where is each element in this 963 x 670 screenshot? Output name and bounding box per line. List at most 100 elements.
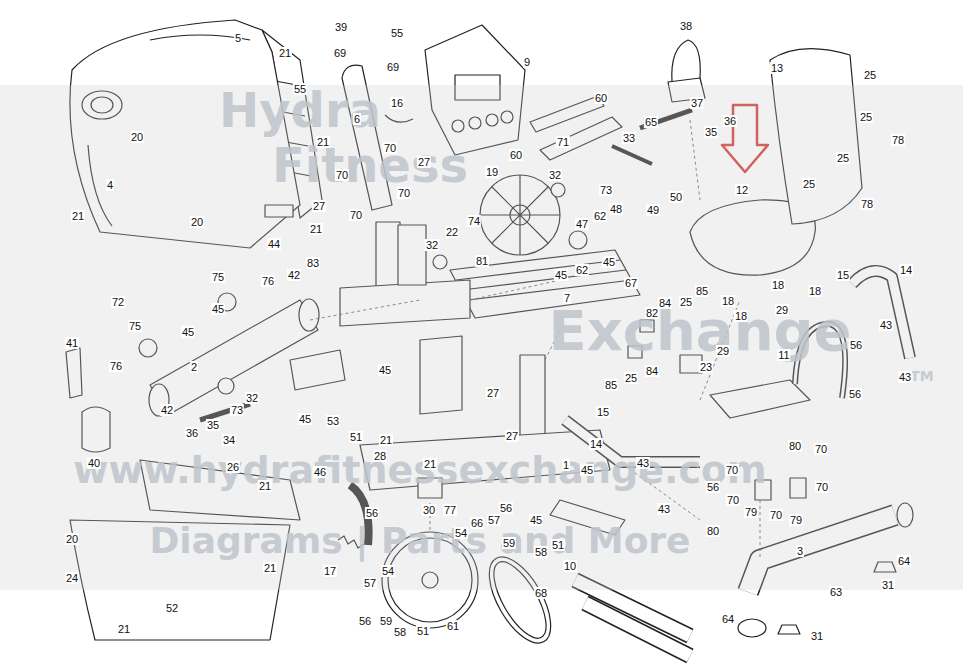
callout-number: 45 [602,256,616,268]
callout-number: 43 [898,371,912,383]
callout-number: 27 [312,200,326,212]
callout-number: 28 [373,450,387,462]
callout-number: 26 [226,461,240,473]
callout-number: 78 [860,198,874,210]
callout-number: 21 [71,210,85,222]
callout-number: 12 [735,184,749,196]
callout-number: 56 [358,615,372,627]
callout-number: 84 [645,365,659,377]
callout-number: 35 [704,126,718,138]
callout-number: 27 [417,156,431,168]
callout-number: 3 [796,545,804,557]
callout-number: 18 [808,285,822,297]
callout-number: 78 [891,134,905,146]
callout-number: 83 [306,257,320,269]
callout-number: 55 [293,83,307,95]
callout-number: 56 [848,388,862,400]
callout-number: 4 [106,179,114,191]
callout-number: 14 [589,438,603,450]
callout-number: 21 [316,136,330,148]
callout-number: 76 [109,360,123,372]
callout-number: 41 [65,337,79,349]
callout-number: 16 [390,97,404,109]
callout-number: 75 [128,320,142,332]
callout-number: 40 [87,457,101,469]
callout-number: 63 [829,586,843,598]
callout-number: 37 [690,97,704,109]
callout-number: 49 [646,204,660,216]
callout-number: 75 [211,271,225,283]
callout-number: 69 [333,47,347,59]
callout-number: 70 [814,443,828,455]
callout-number: 71 [556,136,570,148]
callout-number: 70 [725,464,739,476]
callout-number: 80 [706,525,720,537]
callout-number: 24 [65,572,79,584]
callout-number: 45 [554,269,568,281]
callout-number: 85 [695,285,709,297]
callout-number: 77 [443,504,457,516]
callout-number: 25 [679,296,693,308]
callout-number: 29 [716,345,730,357]
callout-number: 55 [390,27,404,39]
callout-number: 27 [505,430,519,442]
callout-number: 70 [335,169,349,181]
callout-number: 53 [326,415,340,427]
callout-number: 74 [467,215,481,227]
callout-number: 19 [485,166,499,178]
callout-number: 50 [669,191,683,203]
callout-number: 35 [206,419,220,431]
callout-number: 2 [190,361,198,373]
watermark-text: Exchange [548,298,851,363]
callout-number: 17 [323,565,337,577]
callout-number: 80 [788,440,802,452]
callout-number: 21 [117,623,131,635]
callout-number: 57 [363,577,377,589]
callout-number: 51 [416,625,430,637]
callout-number: 14 [899,264,913,276]
callout-number: 67 [624,277,638,289]
callout-number: 69 [386,61,400,73]
callout-number: 25 [802,178,816,190]
callout-number: 1 [562,459,570,471]
callout-number: 54 [381,565,395,577]
callout-number: 39 [334,21,348,33]
watermark-text: Diagrams | Parts and More [149,520,690,561]
callout-number: 51 [551,539,565,551]
callout-number: 68 [534,587,548,599]
watermark-text: Fitness [272,137,468,193]
callout-number: 22 [445,226,459,238]
callout-number: 27 [486,387,500,399]
callout-number: 70 [769,509,783,521]
callout-number: 64 [897,555,911,567]
callout-number: 34 [222,434,236,446]
callout-number: 20 [130,131,144,143]
callout-number: 76 [261,275,275,287]
callout-number: 84 [658,297,672,309]
callout-number: 54 [454,527,468,539]
callout-number: 29 [775,304,789,316]
callout-number: 62 [593,210,607,222]
callout-number: 31 [881,579,895,591]
callout-number: 46 [313,466,327,478]
callout-number: 36 [723,115,737,127]
callout-number: 5 [234,32,242,44]
callout-number: 65 [644,116,658,128]
callout-number: 45 [529,514,543,526]
callout-number: 45 [181,326,195,338]
callout-number: 6 [353,113,361,125]
callout-number: 62 [575,264,589,276]
watermark-text: TM [910,368,933,384]
callout-number: 60 [509,149,523,161]
callout-number: 21 [263,562,277,574]
callout-number: 25 [624,372,638,384]
callout-number: 79 [789,514,803,526]
callout-number: 18 [771,279,785,291]
callout-number: 32 [548,169,562,181]
callout-number: 60 [594,92,608,104]
callout-number: 70 [349,209,363,221]
callout-number: 70 [726,494,740,506]
callout-number: 18 [721,295,735,307]
callout-number: 23 [699,361,713,373]
watermark-text: www.hydrafitnessexchange.com [73,448,766,492]
